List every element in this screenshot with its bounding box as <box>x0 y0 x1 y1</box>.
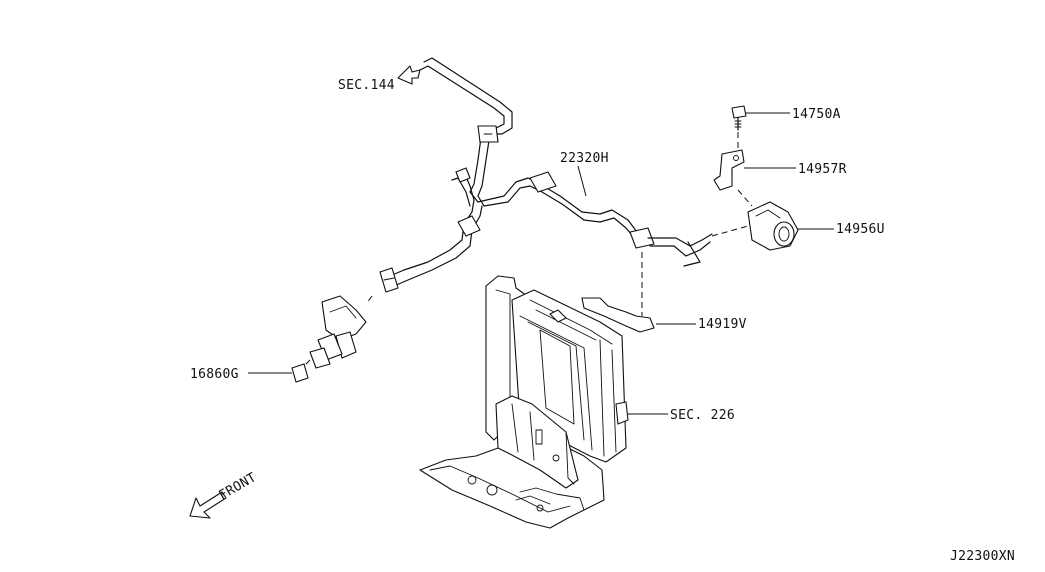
bolt-14750a <box>731 105 790 150</box>
bracket-14957r <box>713 149 796 207</box>
sec144-arrow <box>397 65 421 85</box>
leader-22320h <box>577 165 587 197</box>
vacuum-valve-16860g <box>248 295 373 383</box>
label-sec226: SEC. 226 <box>670 408 735 423</box>
label-14919v: 14919V <box>698 317 747 332</box>
label-14957r: 14957R <box>798 162 847 177</box>
clip-14919v <box>581 252 696 333</box>
ecu-bracket-sec226 <box>419 275 668 529</box>
label-sec144: SEC.144 <box>338 78 395 93</box>
pressure-sensor-14956u <box>711 201 834 251</box>
label-22320h: 22320H <box>560 151 609 166</box>
drawing-id: J22300XN <box>950 549 1015 564</box>
label-14750a: 14750A <box>792 107 841 122</box>
label-14956u: 14956U <box>836 222 885 237</box>
label-16860g: 16860G <box>190 367 239 382</box>
vacuum-hose-assembly <box>379 57 713 293</box>
front-arrow-icon <box>189 491 227 519</box>
label-front: FRONT <box>217 470 260 503</box>
